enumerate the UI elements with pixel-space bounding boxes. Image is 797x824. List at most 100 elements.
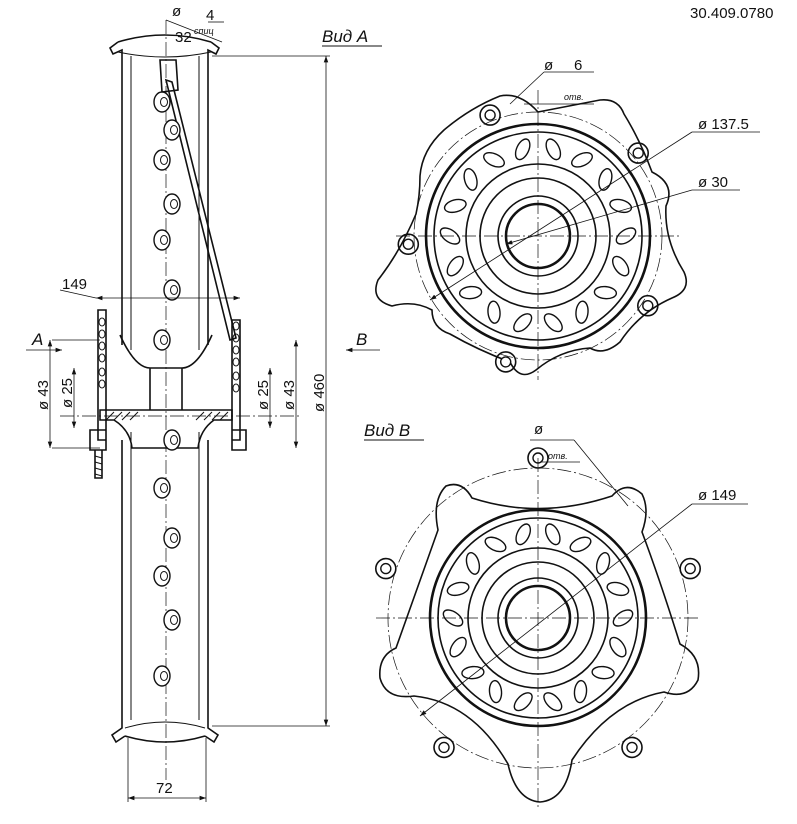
rim-hole — [153, 665, 171, 687]
rim-hole-inner — [160, 571, 168, 581]
spoke-hole — [571, 151, 593, 168]
right-flange — [231, 319, 247, 451]
bolt-hole — [636, 294, 659, 317]
spoke-hole — [545, 138, 562, 161]
flange-hole — [98, 341, 106, 351]
hole6-leader — [509, 71, 545, 105]
spoke-hole — [513, 313, 533, 333]
bolt-hole — [374, 557, 397, 580]
flange-hole — [232, 333, 240, 343]
hub-section — [99, 409, 233, 449]
spoke-nipple — [159, 59, 179, 93]
dim-43-left-text: ø 43 — [35, 380, 52, 410]
spoke-hole — [595, 551, 611, 575]
dim-72-text: 72 — [156, 780, 173, 797]
spoke-hole — [449, 636, 467, 658]
rim-drop-center — [117, 51, 212, 729]
bolt-hole — [433, 736, 455, 759]
dim-149-text: 149 — [62, 276, 87, 293]
spoke-hole — [569, 536, 592, 553]
spoke-leader — [165, 19, 223, 43]
flange-hole — [232, 383, 240, 393]
rim-hole — [153, 329, 171, 351]
view-b-bolt-holes — [374, 447, 702, 759]
bolt-hole — [679, 557, 702, 580]
spoke-hole — [543, 313, 563, 333]
rim-top-edge — [117, 34, 212, 43]
left-flange — [89, 309, 107, 451]
rim-hole — [153, 229, 171, 251]
hole6-symbol: ø — [544, 57, 553, 74]
hole6-value: 6 — [574, 57, 582, 74]
flange-hole — [98, 379, 106, 389]
wheel-side-section-view — [60, 20, 300, 780]
holeB-leader — [573, 439, 629, 507]
dim-137-text: ø 137.5 — [698, 116, 749, 133]
hub-body — [119, 334, 213, 410]
rim-hole-inner — [170, 615, 178, 625]
spoke-hole — [612, 255, 630, 277]
view-marker-b: В — [356, 330, 367, 349]
spoke-hole — [598, 167, 613, 191]
spoke-hole — [513, 692, 533, 712]
dim-43-right-text: ø 43 — [281, 380, 298, 410]
spoke-hole — [609, 636, 627, 658]
bolt-hole-inner — [684, 562, 696, 575]
view-a-hub: Вид А ø 6 отв. ø 137.5 ø 30 — [322, 27, 760, 380]
rim-hole-inner — [160, 671, 168, 681]
view-b-flange-outline — [379, 483, 700, 803]
spoke-dia-value: 4 — [206, 7, 214, 24]
rim-hole-inner — [170, 533, 178, 543]
dim-30-line — [505, 189, 693, 245]
dim-149-leader — [59, 289, 97, 299]
spoke-hole — [575, 300, 589, 324]
flange-hole — [98, 367, 106, 377]
view-marker-a: А — [31, 330, 43, 349]
spoke-hole — [515, 523, 532, 546]
spoke-hole — [488, 679, 503, 704]
bolt-hole-inner — [632, 147, 644, 159]
spoke-hole — [487, 300, 501, 324]
spoke-hole — [484, 536, 507, 553]
spoke-hole — [606, 581, 630, 597]
bolt-hole-inner — [402, 238, 414, 250]
view-a-title: Вид А — [322, 27, 368, 46]
rim-hole-inner — [160, 335, 168, 345]
bolt-hole-inner — [500, 356, 512, 368]
spoke-hole — [544, 523, 561, 546]
dim-30-text: ø 30 — [698, 174, 728, 191]
holeB-symbol: ø — [534, 421, 543, 438]
flange-spoke-holes — [98, 317, 240, 393]
view-a-spoke-holes — [439, 138, 637, 333]
flange-hole — [98, 317, 106, 327]
bolt-hole — [397, 233, 420, 255]
dim-137-line — [429, 131, 693, 301]
spoke-hole — [609, 198, 633, 214]
bolt-hole-inner — [626, 741, 638, 754]
spoke-hole — [443, 198, 467, 214]
rim-hole-inner — [160, 235, 168, 245]
dim-149b-text: ø 149 — [698, 487, 736, 504]
bolt-hole — [479, 104, 501, 126]
dim-149b-line — [419, 503, 693, 717]
bolt-hole-inner — [380, 562, 392, 575]
spoke-dia-symbol: ø — [172, 3, 181, 20]
spoke-hole — [446, 255, 464, 277]
spoke-hole — [465, 551, 481, 575]
rim-hole — [163, 119, 181, 141]
rim-spoke-holes — [153, 91, 181, 687]
rim-hole-inner — [170, 285, 178, 295]
rim-hole-inner — [160, 155, 168, 165]
rim-hole-inner — [170, 199, 178, 209]
spoke-hole — [461, 665, 485, 680]
rim-hole — [163, 609, 181, 631]
spoke-hole — [591, 665, 615, 680]
flange-hole — [232, 371, 240, 381]
rim-hole — [153, 477, 171, 499]
bolt-hole-inner — [484, 109, 496, 121]
view-a-bolt-holes — [397, 104, 659, 373]
bolt-hole-inner — [438, 741, 450, 754]
dim-460-text: ø 460 — [311, 374, 328, 412]
dim-25-left-text: ø 25 — [59, 378, 76, 408]
drawing-number: 30.409.0780 — [690, 5, 773, 22]
